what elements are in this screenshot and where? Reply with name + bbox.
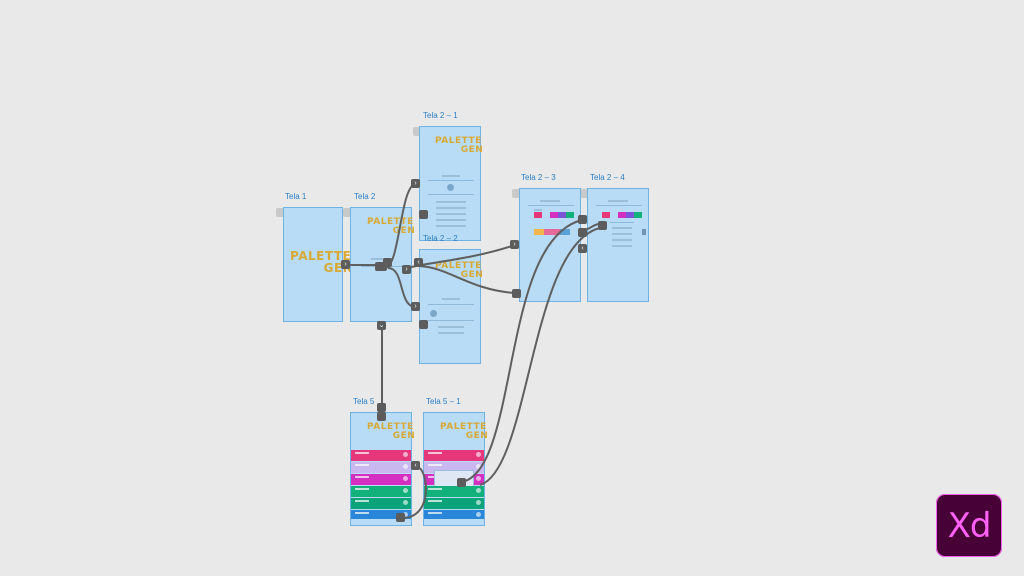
text-line [442,175,460,177]
divider [610,222,634,223]
connector-node[interactable] [377,403,386,412]
connector-node[interactable] [377,412,386,421]
artboard-tab-tela-2[interactable] [343,208,351,217]
connector-node[interactable] [578,228,587,237]
color-swatch[interactable] [558,212,566,218]
color-swatch[interactable] [602,212,610,218]
text-line [438,332,464,334]
text-line [442,298,460,300]
artboard-tab-tela-1[interactable] [276,208,284,217]
connector-arrow-icon[interactable]: › [411,302,420,311]
palette-row[interactable] [351,450,411,461]
artboard-tab-tela-2-4[interactable] [580,189,588,198]
artboard-title-tela-2-2[interactable]: Tela 2 – 2 [423,234,458,243]
palette-row[interactable] [351,498,411,509]
connector-node[interactable] [578,215,587,224]
palette-row[interactable] [424,510,484,519]
connector-node[interactable] [419,210,428,219]
artboard-tab-tela-2-1[interactable] [413,127,421,136]
color-swatch[interactable] [634,212,642,218]
color-swatch[interactable] [566,212,574,218]
artboard-title-tela-2[interactable]: Tela 2 [354,192,376,201]
text-line [612,245,632,247]
connector-arrow-icon[interactable]: › [411,179,420,188]
color-wheel-icon [447,184,454,191]
artboard-tela-2-3[interactable] [519,188,581,302]
text-line [371,258,393,260]
connector-arrow-icon[interactable]: › [341,260,350,269]
artboard-tab-tela-2-3[interactable] [512,189,520,198]
connector-node[interactable] [419,320,428,329]
text-line [612,239,632,241]
text-line [612,227,632,229]
connector-node[interactable] [598,221,607,230]
color-swatch[interactable] [534,229,544,235]
connector-node[interactable] [457,478,466,487]
connector-node[interactable] [396,513,405,522]
color-wheel-icon [430,310,437,317]
text-line [438,326,464,328]
adobe-xd-logo: Xd [936,494,1002,557]
palette-row[interactable] [351,462,411,473]
text-line [436,201,466,203]
connector-node[interactable] [512,289,521,298]
text-line [534,209,542,211]
text-line [436,207,466,209]
color-swatch[interactable] [550,212,558,218]
color-swatch[interactable] [544,229,560,235]
palette-row[interactable] [424,486,484,497]
divider [528,205,574,206]
color-swatch[interactable] [560,229,570,235]
connector-back-icon[interactable]: ‹ [578,244,587,253]
divider [428,320,474,321]
text-line [436,225,466,227]
connector-back-icon[interactable]: ‹ [411,461,420,470]
connector-arrow-icon[interactable]: ⌄ [377,321,386,330]
connector-arrow-icon[interactable]: › [402,265,411,274]
divider [428,304,474,305]
color-swatch[interactable] [618,212,626,218]
connector-node[interactable] [375,262,387,271]
artboard-title-tela-2-3[interactable]: Tela 2 – 3 [521,173,556,182]
palette-row[interactable] [424,498,484,509]
text-line [436,213,466,215]
scroll-indicator [642,229,646,235]
artboard-tela-2-4[interactable] [587,188,649,302]
artboard-title-tela-2-4[interactable]: Tela 2 – 4 [590,173,625,182]
divider [428,180,474,181]
divider [428,194,474,195]
artboard-title-tela-5[interactable]: Tela 5 [353,397,375,406]
connector-back-icon[interactable]: ‹ [414,258,423,267]
text-line [608,200,628,202]
color-swatch[interactable] [534,212,542,218]
artboard-title-tela-2-1[interactable]: Tela 2 – 1 [423,111,458,120]
artboard-title-tela-5-1[interactable]: Tela 5 – 1 [426,397,461,406]
divider [596,205,642,206]
text-line [612,233,632,235]
text-line [540,200,560,202]
connector-arrow-icon[interactable]: › [510,240,519,249]
color-swatch[interactable] [626,212,634,218]
palette-row[interactable] [424,450,484,461]
text-line [436,219,466,221]
palette-row[interactable] [351,486,411,497]
palette-row[interactable] [351,474,411,485]
artboard-title-tela-1[interactable]: Tela 1 [285,192,307,201]
connector-node[interactable] [383,258,392,267]
